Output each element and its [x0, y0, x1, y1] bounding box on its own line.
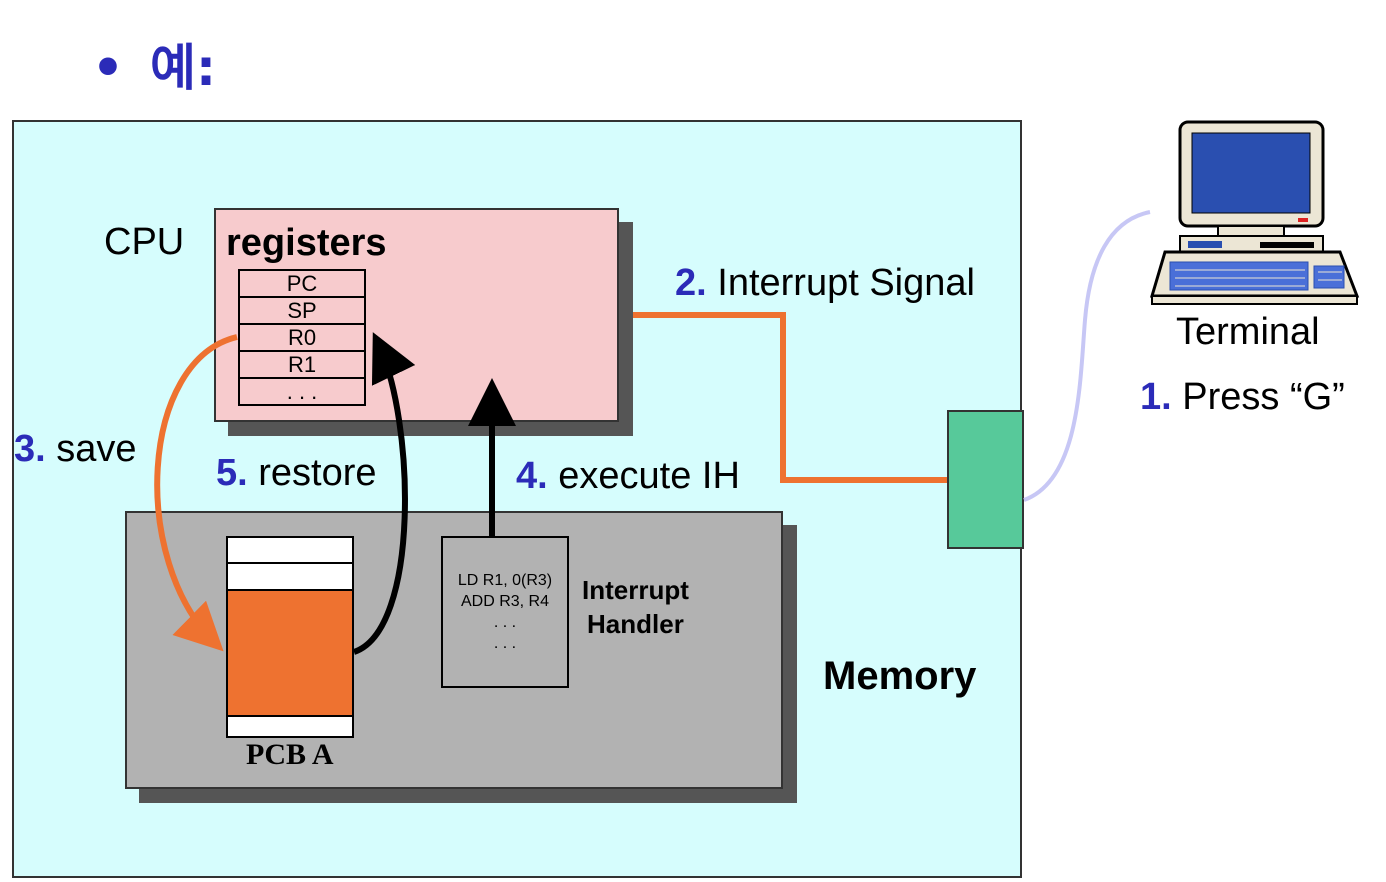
register-r1: R1 [240, 352, 364, 379]
ih-label-line1: Interrupt [582, 575, 689, 605]
ih-label-line2: Handler [587, 609, 684, 639]
step-3-label: 3. save [14, 428, 137, 471]
io-device-box [947, 410, 1024, 549]
cpu-label: CPU [104, 221, 185, 263]
code-line: . . . [493, 614, 517, 631]
slide-title: • 예: [92, 28, 216, 100]
step-number: 2. [675, 262, 707, 304]
step-number: 5. [216, 452, 248, 494]
step-1-label: 1. Press “G” [1140, 376, 1345, 419]
bullet: • [92, 39, 124, 97]
terminal-computer-icon [1149, 120, 1360, 305]
terminal-cable [1023, 210, 1151, 502]
code-line: . . . [493, 635, 517, 652]
title-text: 예: [149, 39, 216, 97]
step-text: execute IH [558, 455, 740, 497]
registers-title: registers [226, 222, 387, 264]
pcb-row [228, 538, 352, 564]
step-4-label: 4. execute IH [516, 455, 740, 498]
code-line: ADD R3, R4 [460, 593, 550, 610]
register-table: PC SP R0 R1 . . . [238, 269, 366, 406]
interrupt-handler-code: LD R1, 0(R3) ADD R3, R4 . . . . . . [441, 536, 569, 688]
step-text: Press “G” [1182, 376, 1345, 418]
step-number: 4. [516, 455, 548, 497]
register-more: . . . [286, 379, 318, 404]
interrupt-handler-label: Interrupt Handler [582, 573, 689, 641]
interrupt-signal-line [633, 312, 947, 483]
step-number: 1. [1140, 376, 1172, 418]
pcb-saved-registers [228, 589, 352, 717]
register-pc: PC [240, 271, 364, 298]
step-text: Interrupt Signal [717, 262, 975, 304]
memory-label: Memory [823, 654, 977, 698]
restore-arrow [352, 332, 416, 655]
step-5-label: 5. restore [216, 452, 377, 495]
pcb-label: PCB A [246, 738, 334, 771]
step-number: 3. [14, 428, 46, 470]
terminal-label: Terminal [1176, 311, 1320, 353]
step-2-label: 2. Interrupt Signal [675, 262, 975, 305]
register-r0: R0 [240, 325, 364, 352]
step-text: save [56, 428, 137, 470]
step-text: restore [258, 452, 377, 494]
register-sp: SP [240, 298, 364, 325]
code-line: LD R1, 0(R3) [457, 572, 553, 589]
save-arrow [154, 334, 238, 652]
